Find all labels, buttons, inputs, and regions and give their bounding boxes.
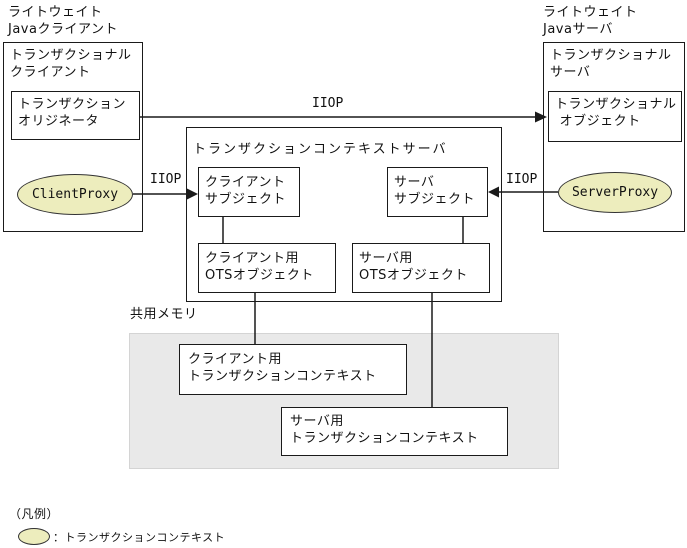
transaction-context-server-title: トランザクションコンテキストサーバ [193, 142, 448, 157]
transactional-object-label: トランザクショナル オブジェクト [555, 97, 677, 129]
client-ots-object-label: クライアント用 OTSオブジェクト [205, 251, 314, 283]
client-subject-label: クライアント サブジェクト [205, 175, 287, 207]
client-host-label: ライトウェイト Javaクライアント [8, 5, 118, 37]
client-proxy-ellipse: ClientProxy [17, 174, 133, 215]
iiop-server-label: IIOP [506, 172, 538, 187]
server-proxy-ellipse: ServerProxy [558, 172, 672, 213]
server-ots-object-label: サーバ用 OTSオブジェクト [359, 251, 468, 283]
client-transaction-context-label: クライアント用 トランザクションコンテキスト [188, 352, 377, 384]
server-subject-label: サーバ サブジェクト [394, 175, 476, 207]
server-host-label: ライトウェイト Javaサーバ [543, 5, 638, 37]
transaction-originator-box: トランザクション オリジネータ [11, 91, 140, 140]
legend-title: （凡例） [9, 507, 60, 521]
server-ots-object-box: サーバ用 OTSオブジェクト [352, 243, 490, 293]
legend-transaction-context-ellipse-icon [18, 528, 50, 545]
shared-memory-label: 共用メモリ [130, 307, 198, 322]
iiop-client-label: IIOP [150, 172, 182, 187]
server-transaction-context-label: サーバ用 トランザクションコンテキスト [290, 414, 479, 446]
server-transaction-context-box: サーバ用 トランザクションコンテキスト [281, 407, 508, 456]
client-ots-object-box: クライアント用 OTSオブジェクト [198, 243, 336, 293]
server-subject-box: サーバ サブジェクト [387, 167, 488, 217]
client-subject-box: クライアント サブジェクト [198, 167, 300, 217]
transactional-client-title: トランザクショナル クライアント [10, 48, 132, 80]
transactional-server-title: トランザクショナル サーバ [550, 48, 672, 80]
transaction-originator-label: トランザクション オリジネータ [18, 97, 127, 129]
legend-entry: ：トランザクションコンテキスト [53, 531, 226, 544]
transactional-object-box: トランザクショナル オブジェクト [548, 91, 682, 142]
server-proxy-label: ServerProxy [571, 185, 659, 200]
client-proxy-label: ClientProxy [31, 187, 119, 202]
client-transaction-context-box: クライアント用 トランザクションコンテキスト [179, 344, 407, 395]
iiop-top-label: IIOP [312, 96, 344, 111]
